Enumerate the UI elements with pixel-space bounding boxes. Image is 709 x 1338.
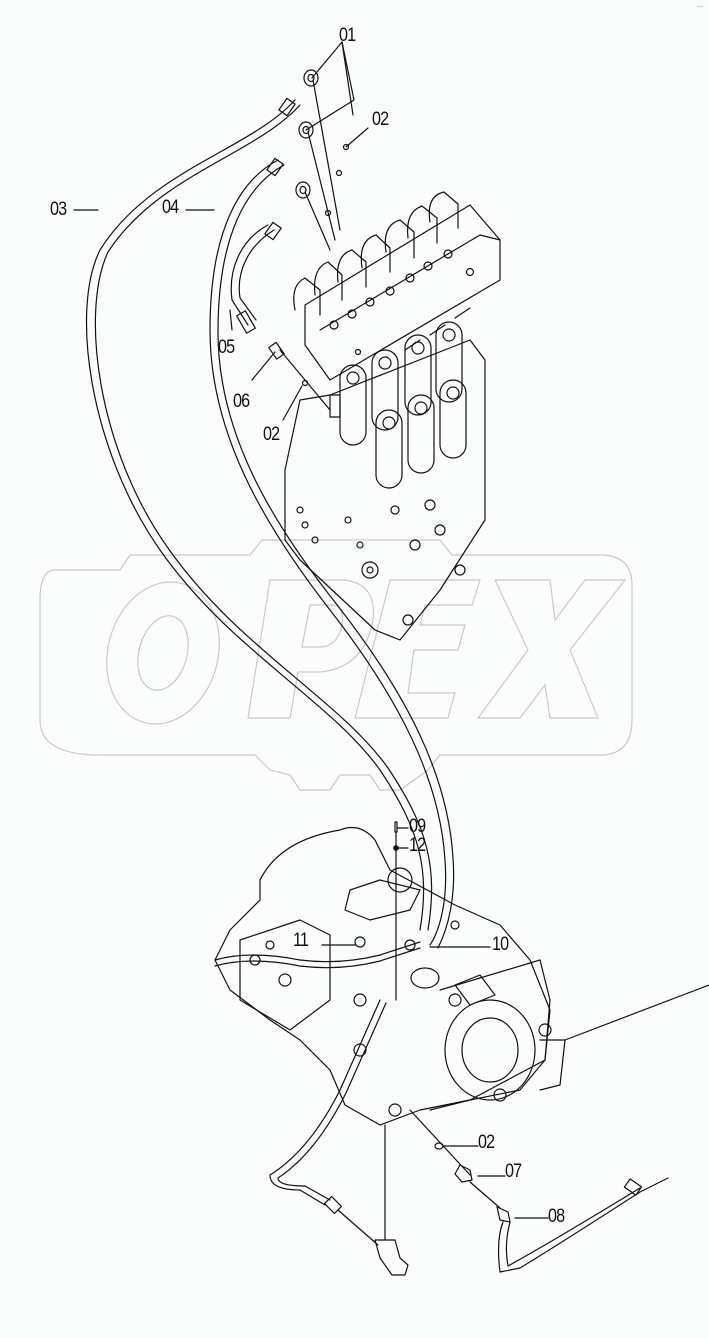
callout-11: 11	[293, 930, 309, 951]
callout-02: 02	[372, 109, 389, 130]
callout-12: 12	[409, 835, 426, 856]
callout-09: 09	[409, 816, 426, 837]
corner-mark: —	[697, 4, 703, 10]
callout-10: 10	[492, 934, 509, 955]
callout-07: 07	[505, 1161, 522, 1182]
callout-08: 08	[548, 1206, 565, 1227]
callout-01: 01	[339, 25, 356, 46]
callout-04: 04	[162, 197, 179, 218]
callout-02c: 02	[478, 1132, 495, 1153]
callout-02b: 02	[263, 424, 280, 445]
callout-06: 06	[233, 391, 250, 412]
callout-03: 03	[50, 199, 67, 220]
callout-05: 05	[218, 337, 235, 358]
